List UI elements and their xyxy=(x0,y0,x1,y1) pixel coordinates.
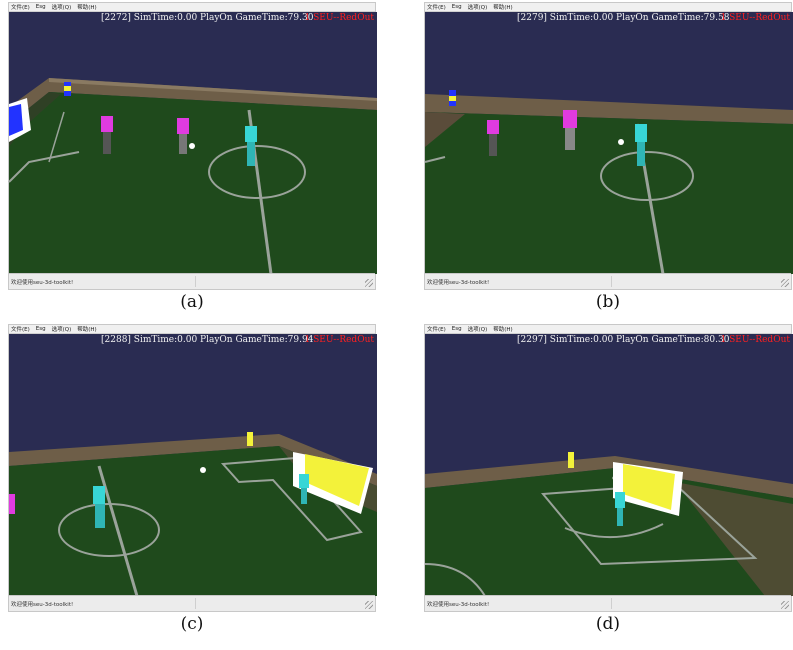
menu-options[interactable]: 选项(Q) xyxy=(51,5,72,11)
menu-bar: 文件(E) Esg 选项(Q) 帮助(H) xyxy=(9,3,375,12)
menu-esg[interactable]: Esg xyxy=(35,326,46,332)
3d-viewport[interactable]: [2279] SimTime:0.00 PlayOn GameTime:79.5… xyxy=(424,12,793,275)
hud-overlay: [2279] SimTime:0.00 PlayOn GameTime:79.5… xyxy=(425,13,791,25)
menu-help[interactable]: 帮助(H) xyxy=(493,327,513,333)
menu-esg[interactable]: Esg xyxy=(451,4,462,10)
caption-a: (a) xyxy=(180,292,204,312)
3d-viewport[interactable]: [2272] SimTime:0.00 PlayOn GameTime:79.3… xyxy=(8,12,377,275)
robot-cyan-1 xyxy=(635,124,647,166)
status-text: 欢迎使用seu-3d-toolkit! xyxy=(427,280,490,286)
status-bar: 欢迎使用seu-3d-toolkit! xyxy=(9,273,375,289)
status-bar: 欢迎使用seu-3d-toolkit! xyxy=(425,595,791,611)
menu-esg[interactable]: Esg xyxy=(35,4,46,10)
field-grass xyxy=(9,92,377,274)
status-separator xyxy=(195,276,196,287)
menu-options[interactable]: 选项(Q) xyxy=(51,327,72,333)
resize-grip[interactable] xyxy=(365,601,373,609)
center-circle xyxy=(600,151,694,201)
menu-bar: 文件(E) Esg 选项(Q) 帮助(H) xyxy=(425,325,791,334)
soccer-ball xyxy=(618,139,624,145)
robot-magenta-2 xyxy=(563,110,577,150)
corner-flag xyxy=(568,452,574,468)
corner-flag xyxy=(64,86,71,91)
menu-file[interactable]: 文件(E) xyxy=(11,327,30,333)
simulator-window-b: 文件(E) Esg 选项(Q) 帮助(H) [2279] SimTime:0.0… xyxy=(424,2,793,290)
status-separator xyxy=(611,276,612,287)
hud-score: 1 SEU--RedOut xyxy=(720,335,791,345)
center-line xyxy=(97,465,139,597)
soccer-ball xyxy=(612,475,618,481)
caption-b: (b) xyxy=(595,292,621,312)
status-text: 欢迎使用seu-3d-toolkit! xyxy=(427,602,490,608)
status-separator xyxy=(611,598,612,609)
resize-grip[interactable] xyxy=(781,279,789,287)
robot-cyan-2 xyxy=(299,474,309,504)
resize-grip[interactable] xyxy=(781,601,789,609)
menu-options[interactable]: 选项(Q) xyxy=(467,327,488,333)
field-wall xyxy=(425,456,793,498)
soccer-ball xyxy=(189,143,195,149)
field-wall xyxy=(9,434,377,486)
menu-bar: 文件(E) Esg 选项(Q) 帮助(H) xyxy=(9,325,375,334)
caption-d: (d) xyxy=(595,614,621,634)
robot-cyan-1 xyxy=(615,492,625,526)
soccer-field-scene xyxy=(8,12,377,275)
soccer-ball xyxy=(200,467,206,473)
field-grass xyxy=(9,446,377,596)
menu-file[interactable]: 文件(E) xyxy=(427,327,446,333)
field-wall xyxy=(425,94,793,124)
status-text: 欢迎使用seu-3d-toolkit! xyxy=(11,602,74,608)
soccer-field-scene xyxy=(424,334,793,597)
hud-overlay: [2288] SimTime:0.00 PlayOn GameTime:79.9… xyxy=(9,335,375,347)
status-separator xyxy=(195,598,196,609)
hud-score: 1 SEU--RedOut xyxy=(304,335,375,345)
3d-viewport[interactable]: [2297] SimTime:0.00 PlayOn GameTime:80.3… xyxy=(424,334,793,597)
center-circle xyxy=(208,145,306,199)
field-grass xyxy=(425,112,793,274)
menu-options[interactable]: 选项(Q) xyxy=(467,5,488,11)
status-text: 欢迎使用seu-3d-toolkit! xyxy=(11,280,74,286)
hud-sim-time: [2288] SimTime:0.00 PlayOn GameTime:79.9… xyxy=(101,335,314,345)
hud-sim-time: [2272] SimTime:0.00 PlayOn GameTime:79.3… xyxy=(101,13,314,23)
resize-grip[interactable] xyxy=(365,279,373,287)
simulator-window-a: 文件(E) Esg 选项(Q) 帮助(H) [2272] SimTim xyxy=(8,2,377,290)
status-bar: 欢迎使用seu-3d-toolkit! xyxy=(425,273,791,289)
simulator-window-d: 文件(E) Esg 选项(Q) 帮助(H) [2297] SimTime:0.0… xyxy=(424,324,793,612)
menu-help[interactable]: 帮助(H) xyxy=(493,5,513,11)
caption-c: (c) xyxy=(180,614,204,634)
robot-cyan-1 xyxy=(245,126,257,166)
hud-sim-time: [2297] SimTime:0.00 PlayOn GameTime:80.3… xyxy=(517,335,730,345)
robot-magenta-edge xyxy=(9,494,15,514)
menu-help[interactable]: 帮助(H) xyxy=(77,5,97,11)
center-circle xyxy=(58,503,160,557)
corner-flag xyxy=(247,432,253,446)
robot-magenta-1 xyxy=(487,120,499,156)
robot-magenta-2 xyxy=(177,118,189,154)
menu-bar: 文件(E) Esg 选项(Q) 帮助(H) xyxy=(425,3,791,12)
menu-file[interactable]: 文件(E) xyxy=(427,5,446,11)
menu-esg[interactable]: Esg xyxy=(451,326,462,332)
3d-viewport[interactable]: [2288] SimTime:0.00 PlayOn GameTime:79.9… xyxy=(9,334,377,597)
menu-file[interactable]: 文件(E) xyxy=(11,5,30,11)
simulator-window-c: 文件(E) Esg 选项(Q) 帮助(H) [2288] SimTime:0.0… xyxy=(8,324,377,612)
status-bar: 欢迎使用seu-3d-toolkit! xyxy=(9,595,375,611)
hud-overlay: [2272] SimTime:0.00 PlayOn GameTime:79.3… xyxy=(9,13,375,25)
soccer-field-scene xyxy=(424,12,793,275)
hud-score: 1 SEU--RedOut xyxy=(720,13,791,23)
center-circle xyxy=(424,563,486,597)
hud-sim-time: [2279] SimTime:0.00 PlayOn GameTime:79.5… xyxy=(517,13,730,23)
hud-score: 1 SEU--RedOut xyxy=(304,13,375,23)
soccer-field-scene xyxy=(9,334,377,597)
robot-magenta-1 xyxy=(101,116,113,154)
corner-flag xyxy=(449,96,456,101)
robot-cyan-1 xyxy=(93,486,105,528)
menu-help[interactable]: 帮助(H) xyxy=(77,327,97,333)
field-wall xyxy=(9,78,377,124)
hud-overlay: [2297] SimTime:0.00 PlayOn GameTime:80.3… xyxy=(425,335,791,347)
